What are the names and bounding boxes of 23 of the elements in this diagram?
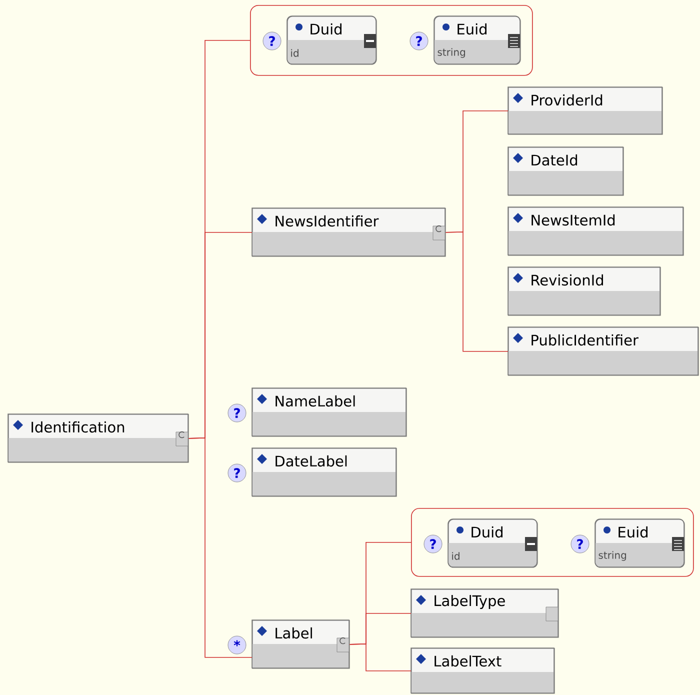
connector-line xyxy=(349,644,412,672)
type-name: id xyxy=(291,49,298,57)
element-name: Duid xyxy=(310,23,342,35)
element-name: DateLabel xyxy=(276,455,347,467)
element-name: LabelType xyxy=(434,594,505,610)
element-name: Identification xyxy=(32,421,124,433)
type-name: id xyxy=(452,552,460,560)
element-name: DateId xyxy=(532,154,578,166)
type-name: string xyxy=(598,551,626,561)
connector-line xyxy=(188,438,252,658)
element-name: Duid xyxy=(472,526,502,538)
element-name: LabelText xyxy=(434,655,502,667)
element-name: Euid xyxy=(618,526,648,538)
type-name: string xyxy=(438,48,465,58)
element-name: NewsIdentifier xyxy=(276,215,379,227)
element-name: PublicIdentifier xyxy=(532,334,638,346)
connector-line xyxy=(445,232,508,352)
element-name: NameLabel xyxy=(276,395,355,407)
element-name: ProviderId xyxy=(532,94,602,106)
element-name: NewsItemId xyxy=(532,214,615,226)
element-name: RevisionId xyxy=(532,274,603,286)
element-name: Euid xyxy=(458,23,486,35)
element-name: Label xyxy=(276,627,312,639)
